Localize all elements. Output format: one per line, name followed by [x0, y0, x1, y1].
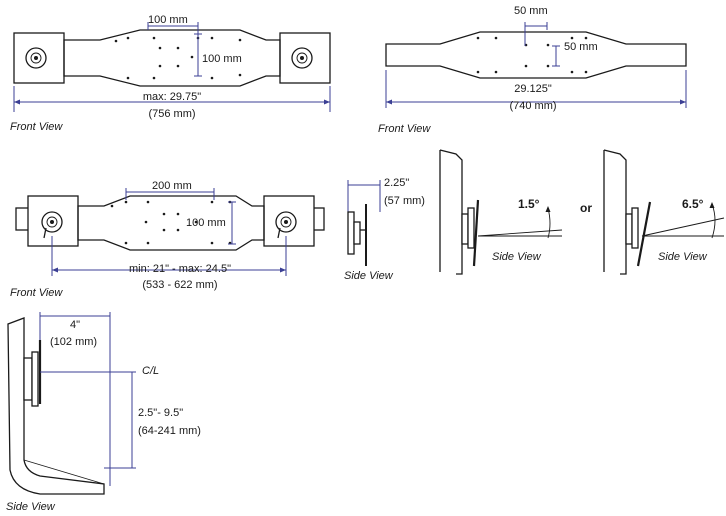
- view-label: Front View: [378, 123, 431, 135]
- width-mm-label: (756 mm): [148, 108, 195, 120]
- vesa-horizontal-label: 50 mm: [514, 5, 548, 17]
- width-mm-label: (533 - 622 mm): [142, 279, 217, 291]
- right-end-block: [263, 195, 315, 247]
- vesa-horizontal-label: 100 mm: [148, 14, 188, 26]
- side-view-tilt: 1.5° Side View or 6.5° Side View: [439, 149, 725, 275]
- width-mm-label: (740 mm): [509, 100, 556, 112]
- tilt-2-label: 6.5°: [682, 197, 704, 211]
- width-label: max: 29.75": [143, 91, 201, 103]
- centerline-label: C/L: [142, 365, 159, 377]
- vesa-vertical-label: 50 mm: [564, 41, 598, 53]
- view-label-2: Side View: [658, 251, 708, 263]
- height-label: 2.5"- 9.5": [138, 407, 183, 419]
- depth-mm-label: (102 mm): [50, 336, 97, 348]
- arm-plate: [63, 29, 281, 87]
- tilt-1-label: 1.5°: [518, 197, 540, 211]
- vesa-horizontal-label: 200 mm: [152, 180, 192, 192]
- or-label: or: [580, 201, 592, 215]
- side-view-depth: 2.25" (57 mm) Side View: [344, 177, 425, 282]
- depth-label: 4": [70, 319, 80, 331]
- vesa-vertical-label: 100 mm: [186, 217, 226, 229]
- view-label: Front View: [10, 287, 63, 299]
- front-view-1: 100 mm 100 mm max: 29.75" (756 mm) Front…: [10, 14, 331, 133]
- width-label: 29.125": [514, 83, 552, 95]
- depth-mm-label: (57 mm): [384, 195, 425, 207]
- view-label: Side View: [344, 270, 394, 282]
- view-label-1: Side View: [492, 251, 542, 263]
- right-end-block: [279, 32, 331, 84]
- view-label: Side View: [6, 501, 56, 513]
- front-view-2: 50 mm 50 mm 29.125" (740 mm) Front View: [378, 5, 687, 135]
- front-view-3: 200 mm 100 mm min: 21" - max: 24.5" (533…: [10, 180, 325, 299]
- vesa-vertical-label: 100 mm: [202, 53, 242, 65]
- arm-plate: [77, 195, 265, 251]
- left-end-block: [13, 32, 65, 84]
- view-label: Front View: [10, 121, 63, 133]
- depth-label: 2.25": [384, 177, 409, 189]
- width-label: min: 21" - max: 24.5": [129, 263, 231, 275]
- arm-plate: [385, 31, 687, 79]
- side-view-height: 4" (102 mm) C/L 2.5"- 9.5" (64-241 mm) S…: [6, 312, 201, 513]
- height-mm-label: (64-241 mm): [138, 425, 201, 437]
